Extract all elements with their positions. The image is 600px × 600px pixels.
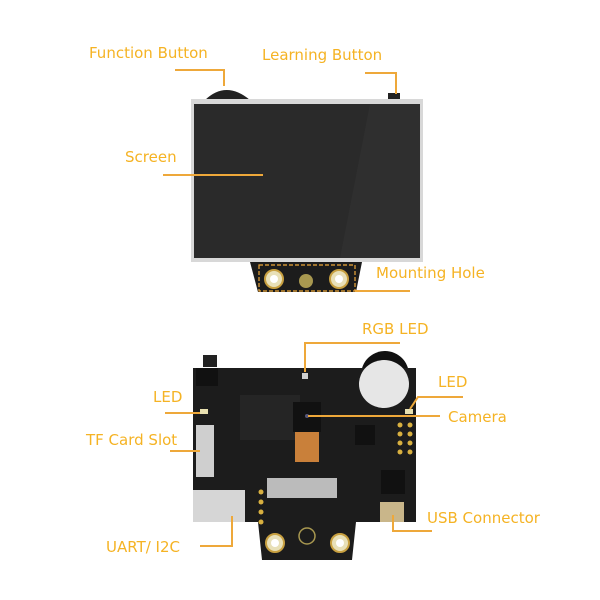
audio-jack [203,355,217,367]
label-learning-button: Learning Button [262,46,383,64]
label-led-left: LED [153,388,183,406]
mounting-hole-highlight [258,264,356,292]
rgb-led [302,373,308,379]
label-usb-connector: USB Connector [427,509,540,527]
mounting-hole-left-bottom-center [271,539,279,547]
leader-function-button [175,69,225,86]
label-screen: Screen [125,148,177,166]
top-module [191,90,423,292]
led-left [200,409,208,414]
function-button [205,90,250,100]
screen-glare [340,104,420,258]
fpc-connector [267,478,337,498]
usb-port [380,502,404,522]
label-tf-card-slot: TF Card Slot [86,431,178,449]
mounting-hole-left-center [270,275,278,283]
bottom-board [193,351,416,560]
chip [240,395,300,440]
jack-body [196,368,218,386]
top-leader-lines [163,69,410,292]
leader-uart-i2c [200,516,233,547]
leader-usb-connector [392,515,432,532]
label-rgb-led: RGB LED [362,320,429,338]
leader-rgb-led [304,342,400,372]
learning-button [388,93,400,101]
tf-card-slot [196,425,214,477]
mounting-hole-right-center [335,275,343,283]
uart-connector [193,490,245,522]
label-uart-i2c: UART/ I2C [106,538,180,556]
logo-icon [299,274,313,288]
bottom-leader-lines [165,342,463,547]
mounting-hole-right-bottom-center [336,539,344,547]
label-led-right: LED [438,373,468,391]
camera-flex-cable [295,432,319,462]
label-mounting-hole: Mounting Hole [376,264,485,282]
ic-chip-2 [381,470,405,494]
leader-learning-button [365,72,397,94]
led-right [405,409,413,414]
ic-chip [355,425,375,445]
leader-led-right [409,396,463,410]
label-function-button: Function Button [89,44,208,62]
label-camera: Camera [448,408,507,426]
header-pins [258,422,413,525]
rotary-button [359,360,409,408]
logo-icon [298,527,316,545]
